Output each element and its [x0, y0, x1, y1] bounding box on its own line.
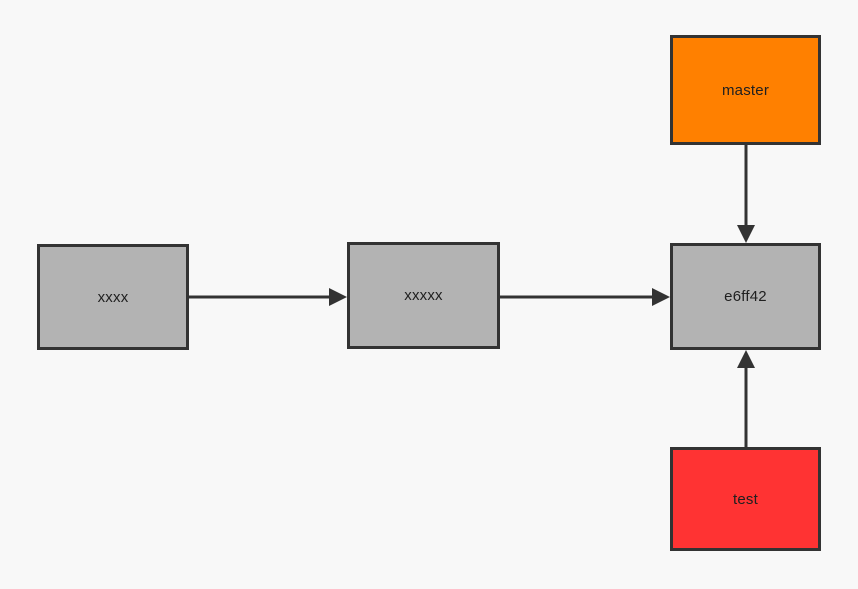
edge-test-to-e6ff42: [737, 350, 755, 447]
node-label-xxxx: xxxx: [97, 288, 129, 306]
node-test[interactable]: test: [670, 447, 821, 551]
node-master[interactable]: master: [670, 35, 821, 145]
node-e6ff42[interactable]: e6ff42: [670, 243, 821, 350]
node-label-e6ff42: e6ff42: [724, 288, 767, 305]
node-label-test: test: [733, 490, 758, 508]
node-xxxx[interactable]: xxxx: [37, 244, 189, 350]
edge-xxxx-to-xxxxx: [189, 288, 347, 306]
edge-xxxxx-to-e6ff42: [500, 288, 670, 306]
node-xxxxx[interactable]: xxxxx: [347, 242, 500, 349]
node-label-xxxxx: xxxxx: [404, 287, 443, 304]
node-label-master: master: [721, 81, 770, 99]
edge-master-to-e6ff42: [737, 145, 755, 243]
